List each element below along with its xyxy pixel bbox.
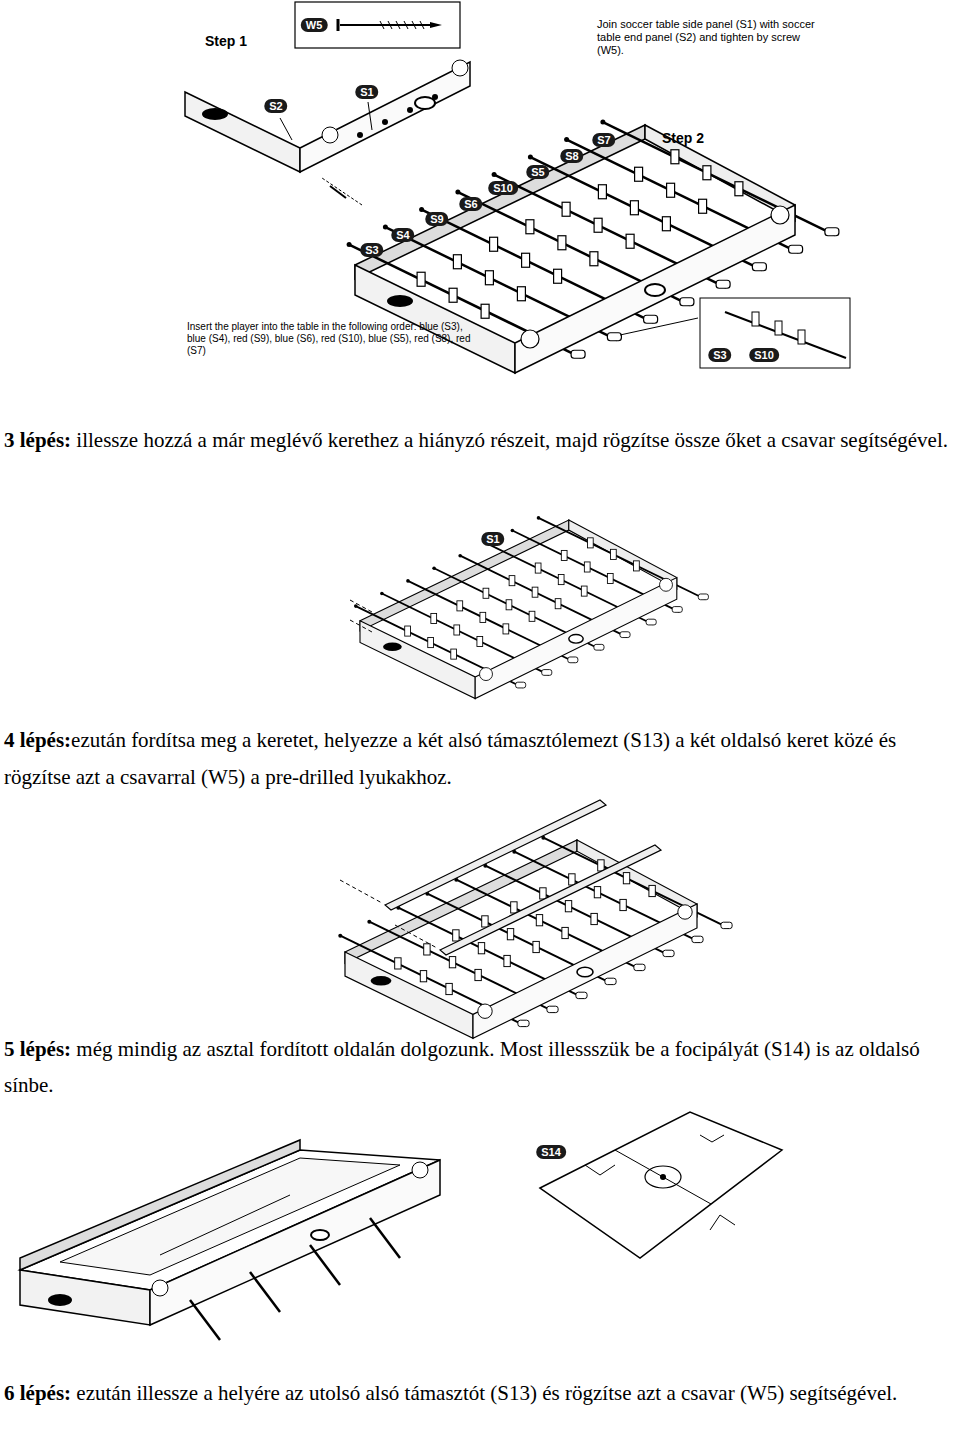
callout-number: S10 <box>488 181 518 195</box>
callout-number: S2 <box>264 99 287 113</box>
step-paragraph: 6 lépés:ezután illessze a helyére az uto… <box>4 1378 956 1409</box>
callout-number: S6 <box>459 197 482 211</box>
step-paragraph: 3 lépés:illessze hozzá a már meglévő ker… <box>4 422 956 459</box>
step-text: ezután fordítsa meg a keretet, helyezze … <box>4 728 896 789</box>
step-number: 4 lépés: <box>4 728 71 752</box>
step-paragraph: 4 lépés:ezután fordítsa meg a keretet, h… <box>4 722 956 796</box>
callout-number: S8 <box>560 149 583 163</box>
step-text: illessze hozzá a már meglévő kerethez a … <box>76 428 948 452</box>
callout-number: W5 <box>301 18 328 32</box>
note-text: Join soccer table side panel (S1) with s… <box>597 18 815 57</box>
step-text: még mindig az asztal fordított oldalán d… <box>4 1037 920 1097</box>
callout-number: S3 <box>708 348 731 362</box>
callout-number: S1 <box>481 532 504 546</box>
step-text: ezután illessze a helyére az utolsó alsó… <box>76 1381 897 1405</box>
callout-number: S4 <box>391 228 414 242</box>
callout-number: S1 <box>355 85 378 99</box>
callout-number: S9 <box>425 212 448 226</box>
callout-number: S10 <box>749 348 779 362</box>
step-paragraph: 5 lépés:még mindig az asztal fordított o… <box>4 1031 956 1103</box>
callout-number: S5 <box>526 165 549 179</box>
callout-number: S14 <box>536 1145 566 1159</box>
step-number: 6 lépés: <box>4 1381 71 1405</box>
step-number: 5 lépés: <box>4 1037 71 1061</box>
step-heading: Step 2 <box>662 130 704 146</box>
step-heading: Step 1 <box>205 33 247 49</box>
callout-number: S7 <box>592 133 615 147</box>
step-number: 3 lépés: <box>4 428 71 452</box>
instruction-text: Insert the player into the table in the … <box>187 321 472 357</box>
callout-number: S3 <box>360 243 383 257</box>
